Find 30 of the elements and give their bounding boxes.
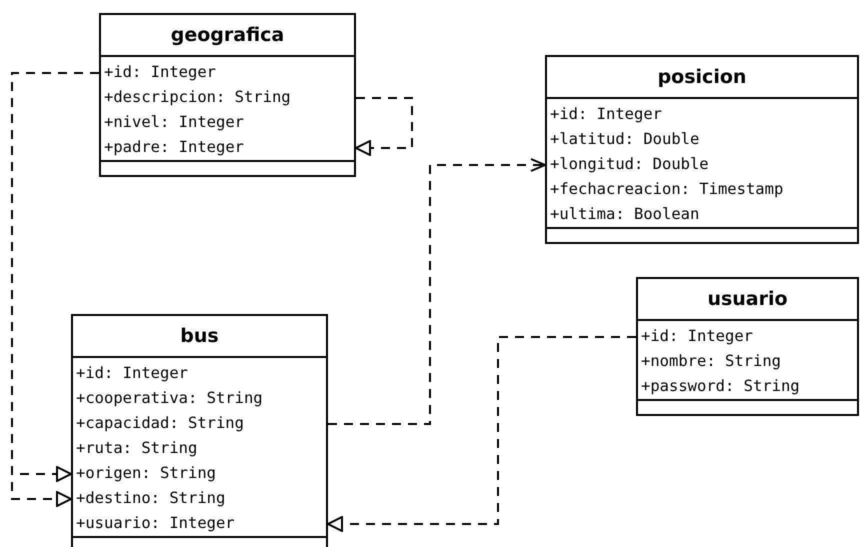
- attribute-text: +capacidad: String: [75, 413, 245, 434]
- class-name: posicion: [547, 57, 857, 99]
- attribute-text: +cooperativa: String: [75, 388, 264, 409]
- class-box: [71, 314, 328, 547]
- attribute-text: +id: Integer: [549, 104, 663, 125]
- attribute-text: +id: Integer: [75, 363, 189, 384]
- dependency-arrow: [328, 158, 546, 425]
- attribute-text: +id: Integer: [640, 326, 754, 347]
- dependency-arrow: [327, 336, 636, 532]
- dependency-arrow: [355, 97, 413, 156]
- attribute-text: +ruta: String: [75, 438, 198, 459]
- attribute-text: +padre: Integer: [103, 137, 245, 158]
- attribute-text: +usuario: Integer: [75, 513, 236, 534]
- attribute-text: +fechacreacion: Timestamp: [549, 179, 784, 200]
- attribute-text: +descripcion: String: [103, 87, 292, 108]
- attribute-text: +origen: String: [75, 463, 217, 484]
- class-name: bus: [73, 316, 326, 358]
- attribute-text: +password: String: [640, 376, 801, 397]
- attribute-text: +longitud: Double: [549, 154, 710, 175]
- class-box: [545, 55, 859, 244]
- class-name: geografica: [101, 15, 354, 57]
- class-box: [636, 277, 859, 416]
- attribute-text: +id: Integer: [103, 62, 217, 83]
- class-name: usuario: [638, 279, 857, 321]
- attribute-text: +destino: String: [75, 488, 226, 509]
- attribute-text: +nivel: Integer: [103, 112, 245, 133]
- attribute-text: +ultima: Boolean: [549, 204, 700, 225]
- class-box: [99, 13, 356, 177]
- attribute-text: +latitud: Double: [549, 129, 700, 150]
- attribute-text: +nombre: String: [640, 351, 782, 372]
